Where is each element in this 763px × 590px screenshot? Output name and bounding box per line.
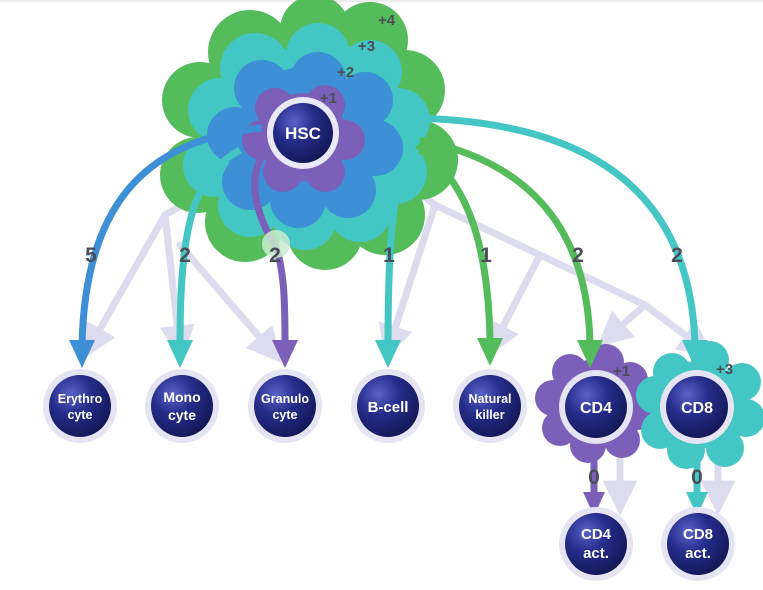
edge-value-erythrocyte: 5 (85, 244, 97, 267)
edge-cd8 (399, 114, 699, 346)
node-hsc: HSC (267, 97, 339, 169)
node-cd4-act: CD4 act. (559, 507, 633, 581)
node-granulocyte-line2: cyte (272, 408, 297, 422)
edge-natural-killer (418, 147, 494, 341)
node-cd4: CD4 +1 (559, 363, 633, 444)
level-label-3: +3 (358, 38, 375, 55)
node-bcell-line1: B-cell (368, 399, 409, 416)
node-erythrocyte-line1: Erythro (58, 392, 103, 406)
node-cd4-label: CD4 (580, 400, 612, 417)
edge-erythrocyte (78, 124, 263, 346)
edge-bcell (384, 174, 404, 346)
edge-value-natural-killer: 1 (480, 244, 492, 267)
node-cd4-act-line2: act. (583, 545, 609, 562)
node-cd8-label: CD8 (681, 400, 713, 417)
node-monocyte: Mono cyte (145, 369, 219, 443)
node-cd8-act: CD8 act. (661, 507, 735, 581)
edge-value-cd8-act: 0 (691, 466, 703, 489)
edge-value-cd4: 2 (572, 244, 584, 267)
node-erythrocyte: Erythro cyte (43, 369, 117, 443)
edge-cd4 (419, 136, 594, 346)
level-label-1: +1 (320, 90, 337, 107)
node-cd4-act-line1: CD4 (581, 526, 612, 543)
level-label-2: +2 (337, 64, 354, 81)
node-natural-killer: Natural killer (453, 369, 527, 443)
edge-value-monocyte: 2 (179, 244, 191, 267)
node-hsc-label: HSC (285, 124, 321, 143)
node-bcell: B-cell (351, 369, 425, 443)
node-erythrocyte-line2: cyte (67, 408, 92, 422)
edge-values: 5 2 2 1 1 2 2 0 0 (85, 244, 703, 489)
arrowheads (69, 338, 708, 516)
node-monocyte-line2: cyte (168, 407, 196, 423)
edge-monocyte (176, 146, 242, 346)
edge-value-bcell: 1 (383, 244, 395, 267)
node-granulocyte-line1: Granulo (261, 392, 309, 406)
level-label-4: +4 (378, 12, 396, 29)
node-natural-killer-line2: killer (475, 408, 504, 422)
node-cd8: CD8 +3 (660, 361, 734, 444)
node-monocyte-line1: Mono (163, 389, 200, 405)
node-granulocyte: Granulo cyte (248, 369, 322, 443)
edge-value-cd8: 2 (671, 244, 683, 267)
node-natural-killer-line1: Natural (468, 392, 511, 406)
edge-value-cd4-act: 0 (588, 466, 600, 489)
node-cd4-level: +1 (613, 363, 630, 380)
level-labels: +4 +3 +2 +1 (320, 12, 396, 107)
granulocyte-branch-dot (262, 230, 290, 258)
node-cd8-level: +3 (716, 361, 733, 378)
node-cd8-act-line1: CD8 (683, 526, 713, 543)
node-cd8-act-line2: act. (685, 545, 711, 562)
edge-value-granulocyte: 2 (269, 244, 281, 267)
